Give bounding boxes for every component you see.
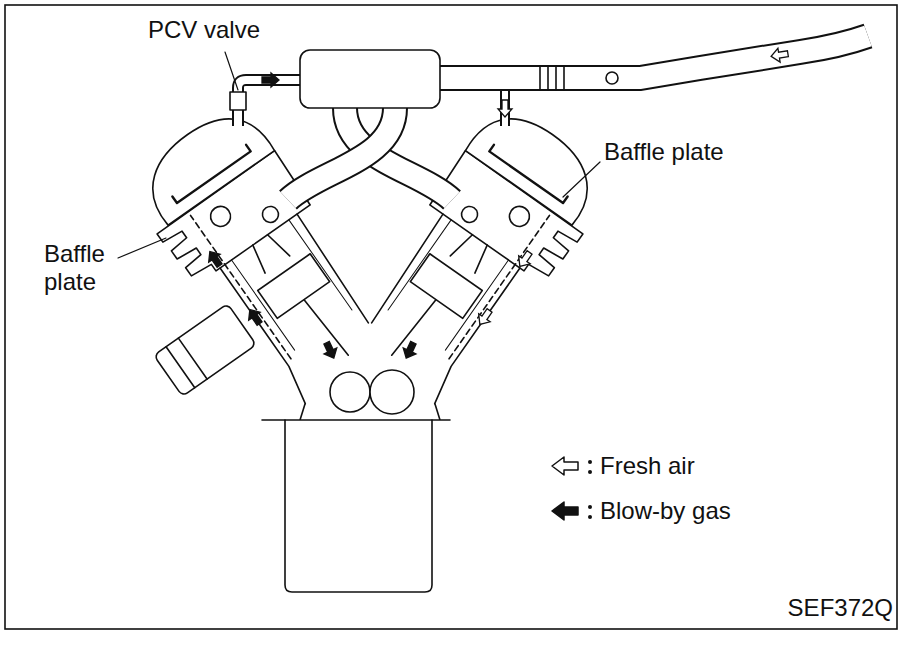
part-label: PCV valve [148,16,260,44]
blow-by-arrow [400,340,420,361]
crankcase [262,370,450,592]
legend-item: Fresh air [548,446,731,486]
fresh-air-arrow [474,306,495,328]
legend-text: Blow-by gas [600,497,731,525]
part-label: Baffle plate [604,138,724,166]
blow-by-arrow [320,340,340,361]
blow-by-arrow [262,73,279,87]
part-label: Baffle plate [44,240,130,295]
blow-by-arrow [244,306,265,328]
blow-by-arrow [204,248,225,270]
fresh-air-arrow [514,248,535,270]
left-cylinder-bank [120,99,403,418]
flow-arrows [204,47,789,361]
legend-arrow [548,498,596,524]
leader-lines [118,52,600,258]
legend-text: Fresh air [600,452,695,480]
intake-collector [300,50,440,108]
legend: Fresh airBlow-by gas [548,446,731,536]
figure-code: SEF372Q [788,594,893,622]
legend-arrow [548,453,596,479]
exhaust-manifold [154,304,256,397]
pcv-hose [230,80,300,126]
legend-item: Blow-by gas [548,491,731,531]
intake-runners [288,108,452,200]
fresh-air-arrow [498,100,512,117]
figure-frame [5,5,897,629]
fresh-air-arrow [770,47,789,63]
air-duct [440,36,868,90]
